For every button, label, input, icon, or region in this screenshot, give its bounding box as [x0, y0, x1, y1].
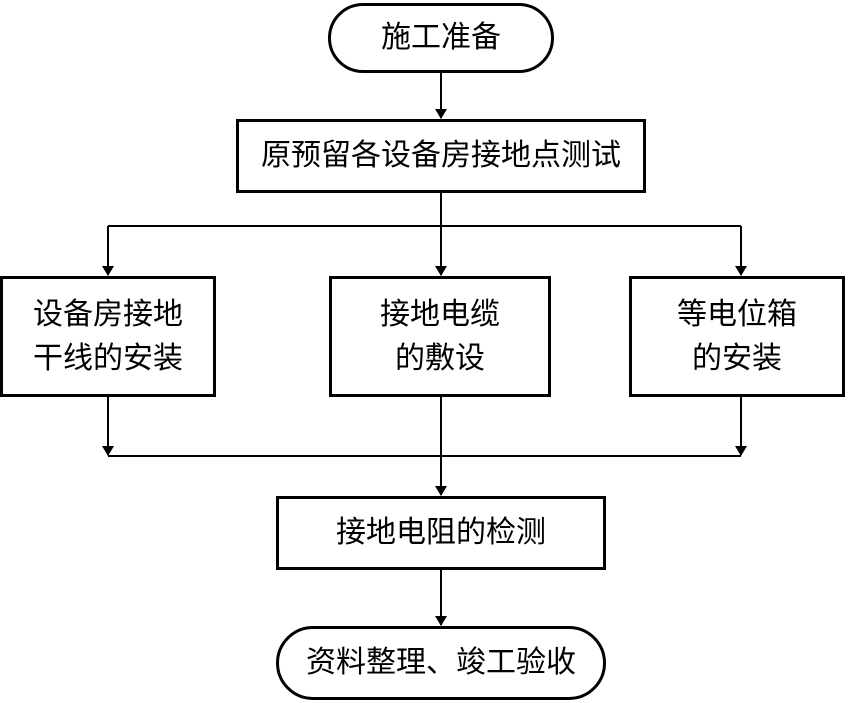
branch-right-line2: 的安装: [692, 340, 782, 376]
branch-left-line1: 设备房接地: [33, 297, 183, 332]
branch-cable-laying: 接地电缆 的敷设: [329, 276, 551, 397]
branch-left-label: 设备房接地 干线的安装: [33, 293, 183, 380]
branch-center-line1: 接地电缆: [380, 297, 500, 332]
branch-center-line2: 的敷设: [395, 340, 485, 376]
start-terminal: 施工准备: [328, 3, 554, 73]
branch-equipotential-box-install: 等电位箱 的安装: [629, 276, 845, 397]
step-grounding-point-test-label: 原预留各设备房接地点测试: [261, 138, 621, 174]
branch-center-label: 接地电缆 的敷设: [380, 293, 500, 380]
branch-right-line1: 等电位箱: [677, 297, 797, 332]
step-grounding-point-test: 原预留各设备房接地点测试: [236, 119, 646, 193]
step-resistance-test-label: 接地电阻的检测: [336, 515, 546, 551]
branch-trunk-line-install: 设备房接地 干线的安装: [0, 276, 216, 397]
branch-right-label: 等电位箱 的安装: [677, 293, 797, 380]
start-label: 施工准备: [381, 20, 501, 56]
step-resistance-test: 接地电阻的检测: [276, 496, 606, 570]
end-terminal: 资料整理、竣工验收: [276, 626, 606, 700]
end-label: 资料整理、竣工验收: [306, 645, 576, 681]
branch-left-line2: 干线的安装: [33, 340, 183, 376]
